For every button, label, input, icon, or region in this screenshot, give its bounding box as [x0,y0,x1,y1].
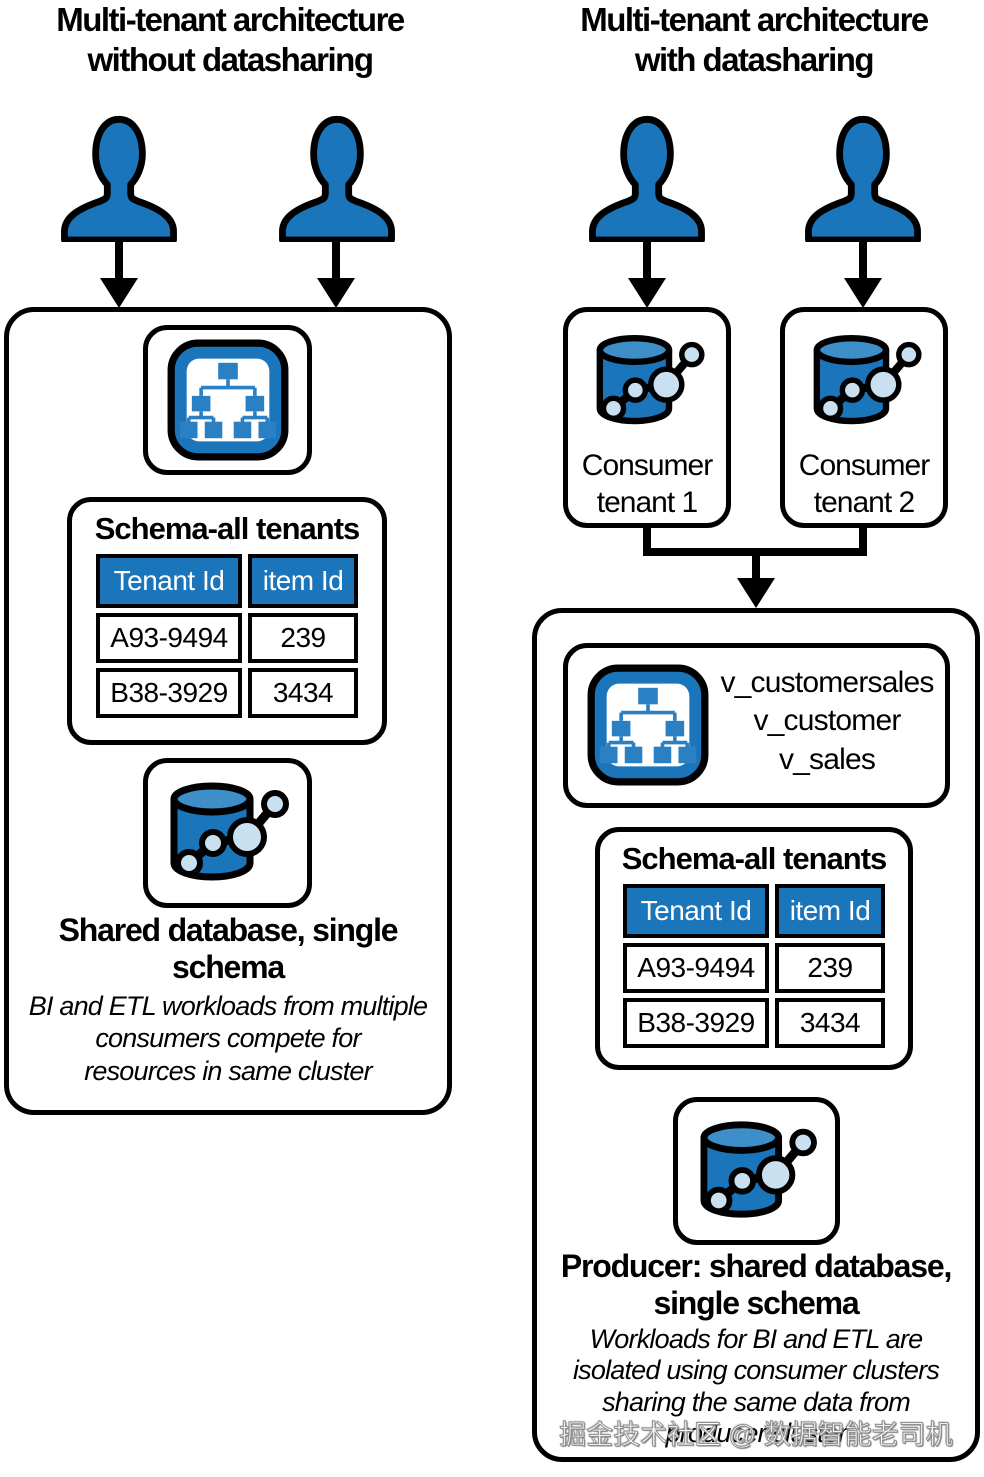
down-arrow-line [643,239,651,281]
table-row: A93-9494 239 [96,613,358,663]
database-share-icon [585,330,713,432]
table-header-tenant-id: Tenant Id [623,884,769,938]
producer-caption-bold: Producer: shared database, single schema [560,1248,952,1321]
person-icon [798,94,928,242]
table-header-item-id: item Id [248,554,358,608]
consumer-tenant-2-label: Consumer tenant 2 [798,449,930,519]
down-arrow-head-icon [844,278,882,308]
consumer-tenant-2-box: Consumer tenant 2 [780,307,948,528]
table-header-item-id: item Id [775,884,885,938]
table-cell: B38-3929 [96,668,242,718]
schema-panel-title: Schema-all tenants [621,841,888,876]
table-cell: B38-3929 [623,998,769,1048]
down-arrow-head-icon [317,278,355,308]
table-row: B38-3929 3434 [623,998,885,1048]
database-icon-box [143,758,312,908]
down-arrow-line [332,239,340,281]
table-cell: A93-9494 [96,613,242,663]
left-caption-bold: Shared database, single schema [58,912,399,985]
schema-table: Tenant Id item Id A93-9494 239 B38-3929 … [617,879,891,1053]
down-arrow-head-icon [628,278,666,308]
down-arrow-head-icon [737,578,775,608]
schema-hierarchy-icon [166,338,290,462]
table-row: B38-3929 3434 [96,668,358,718]
table-row: A93-9494 239 [623,943,885,993]
database-share-icon [158,777,298,889]
table-cell: 239 [775,943,885,993]
database-icon-box [673,1097,840,1245]
person-icon [272,94,402,242]
down-arrow-line [115,239,123,281]
person-icon [582,94,712,242]
table-cell: 3434 [775,998,885,1048]
down-arrow-line [859,239,867,281]
table-header-tenant-id: Tenant Id [96,554,242,608]
views-box: v_customersales v_customer v_sales [563,643,950,808]
schema-panel: Schema-all tenants Tenant Id item Id A93… [67,497,387,745]
database-share-icon [688,1116,826,1226]
database-share-icon [802,330,930,432]
person-icon [54,94,184,242]
views-list: v_customersales v_customer v_sales [720,666,934,776]
schema-hierarchy-icon [586,663,710,787]
down-arrow-line [752,552,760,582]
schema-icon-box [143,325,312,475]
consumer-tenant-1-box: Consumer tenant 1 [563,307,731,528]
table-cell: A93-9494 [623,943,769,993]
schema-panel: Schema-all tenants Tenant Id item Id A93… [595,827,913,1070]
schema-table: Tenant Id item Id A93-9494 239 B38-3929 … [90,549,364,723]
left-column-title: Multi-tenant architecture without datash… [56,1,405,78]
right-column-title: Multi-tenant architecture with datashari… [580,1,929,78]
connector-line [643,528,651,554]
watermark: 掘金技术社区 @ 数据智能老司机 [559,1420,953,1451]
down-arrow-head-icon [100,278,138,308]
left-caption-italic: BI and ETL workloads from multiple consu… [28,991,428,1086]
table-cell: 3434 [248,668,358,718]
schema-panel-title: Schema-all tenants [94,511,361,546]
producer-caption-italic: Workloads for BI and ETL are isolated us… [572,1324,940,1448]
connector-line [859,528,867,554]
consumer-tenant-1-label: Consumer tenant 1 [581,449,713,519]
table-cell: 239 [248,613,358,663]
